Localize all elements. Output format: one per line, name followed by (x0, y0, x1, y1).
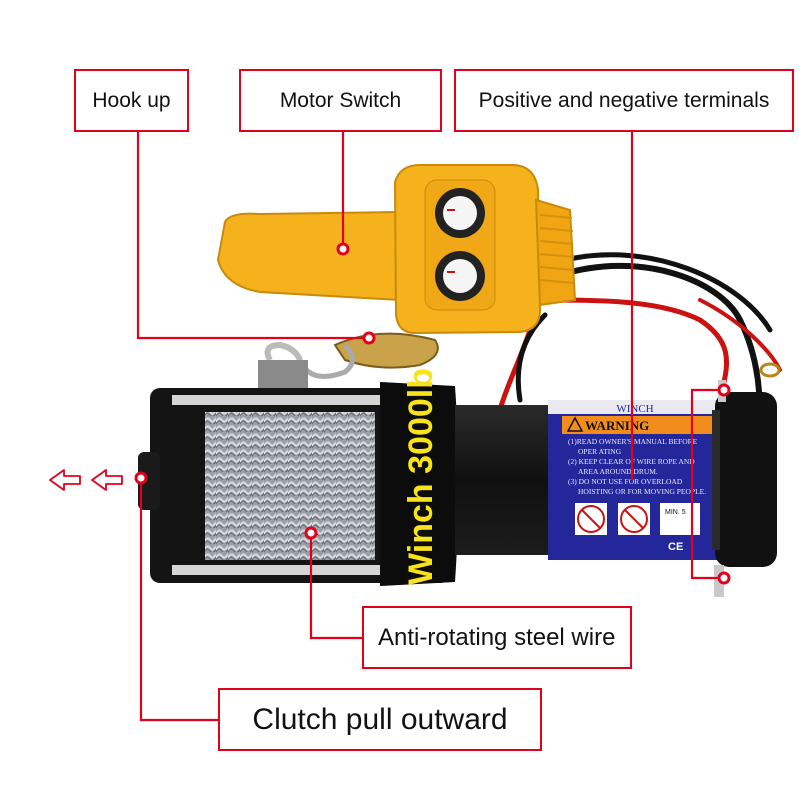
callout-dots (134, 242, 731, 585)
arrow-left-icon (49, 469, 81, 491)
steel-wire-drum (205, 412, 375, 560)
ce-mark: CE (668, 541, 683, 553)
min-text: MIN. 5 (665, 509, 686, 516)
label-line: HOISTING OR FOR MOVING PEOPLE. (578, 487, 706, 496)
prohibited-icon (620, 505, 648, 533)
dot-hook (362, 331, 376, 345)
leader-lines (136, 132, 724, 722)
dot-clutch (134, 471, 148, 485)
callout-label: Anti-rotating steel wire (378, 624, 616, 651)
label-header: WINCH (616, 403, 653, 415)
prohibited-icon (577, 505, 605, 533)
power-cables (497, 252, 782, 423)
callout-label: Clutch pull outward (252, 702, 508, 736)
pull-direction-arrows (49, 469, 123, 491)
dot-steel-wire (304, 526, 318, 540)
remote-control (216, 164, 577, 335)
dot-terminal-negative (717, 571, 731, 585)
label-warning: WARNING (585, 418, 649, 433)
callout-terminals: Positive and negative terminals (454, 69, 794, 132)
motor: WINCH WARNING (1)READ OWNER'S MANUAL BEF… (455, 392, 777, 567)
label-line: AREA AROUND DRUM. (578, 467, 658, 476)
ring-terminal (759, 362, 781, 378)
dot-terminal-positive (717, 383, 731, 397)
callout-hook-up: Hook up (74, 69, 189, 132)
callout-label: Motor Switch (279, 88, 402, 112)
label-line: OPER ATING (578, 447, 622, 456)
dot-motor-switch (336, 242, 350, 256)
callout-label: Hook up (92, 88, 171, 112)
callout-clutch: Clutch pull outward (218, 688, 542, 751)
callout-steel-wire: Anti-rotating steel wire (362, 606, 632, 669)
label-line: (3) DO NOT USE FOR OVERLOAD (568, 477, 683, 486)
callout-label: Positive and negative terminals (478, 88, 770, 112)
drum-band: Winch 3000lb (380, 368, 459, 586)
drum-band-text: Winch 3000lb (402, 368, 440, 585)
callout-motor-switch: Motor Switch (239, 69, 442, 132)
clutch-knob (138, 452, 160, 510)
arrow-left-icon (91, 469, 123, 491)
